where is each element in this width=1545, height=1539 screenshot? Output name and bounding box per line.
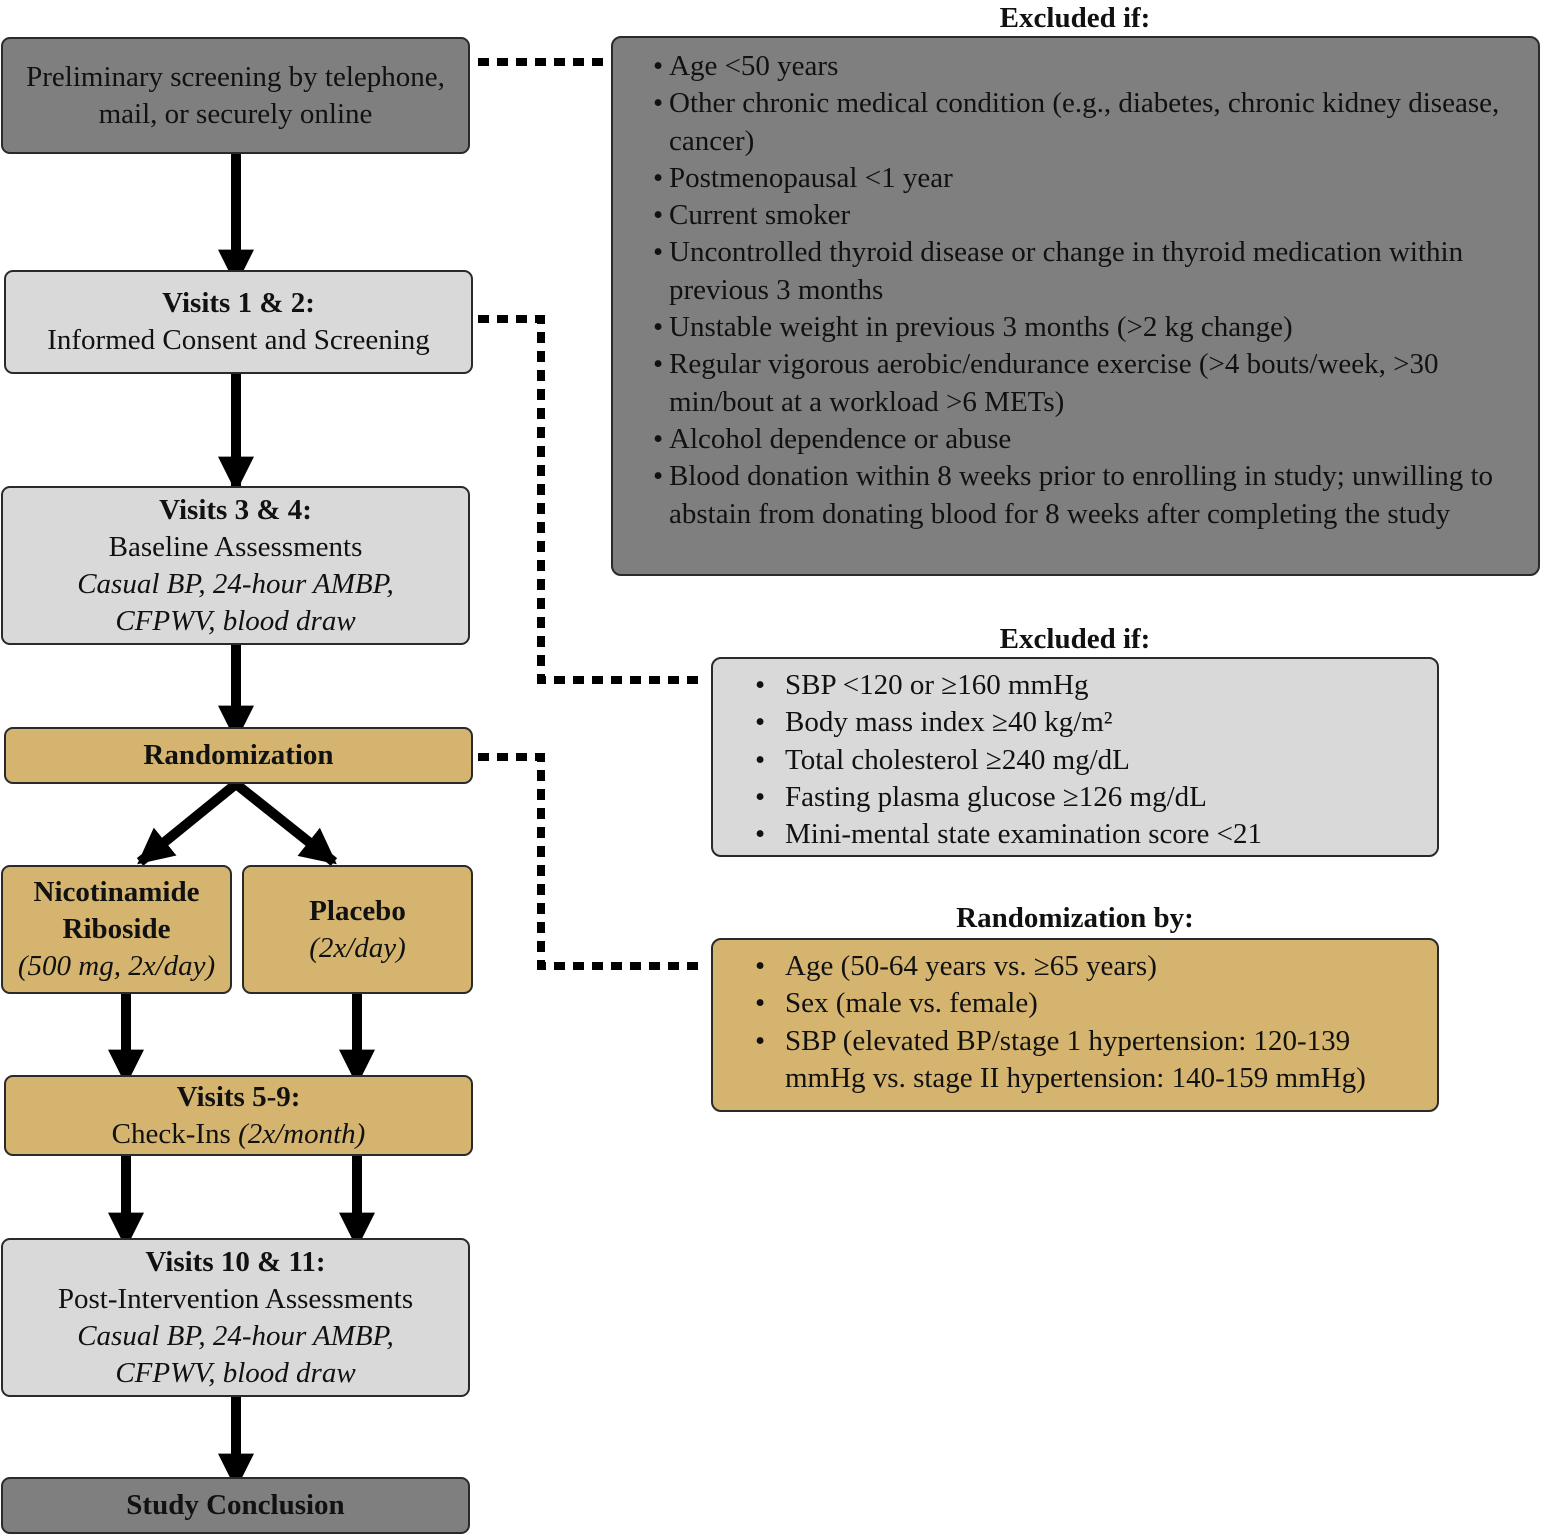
randomization-label: Randomization [143, 739, 334, 771]
visits-3-4-box: Visits 3 & 4: Baseline Assessments Casua… [1, 486, 470, 645]
screening-exclusion-list: SBP <120 or ≥160 mmHg Body mass index ≥4… [755, 667, 1419, 854]
screening-exclusion-panel: SBP <120 or ≥160 mmHg Body mass index ≥4… [711, 657, 1439, 857]
exclusion-item: Current smoker [653, 197, 1520, 235]
prescreen-exclusion-title: Excluded if: [999, 2, 1151, 34]
exclusion-item: Postmenopausal <1 year [653, 160, 1520, 198]
exclusion-item: Total cholesterol ≥240 mg/dL [755, 742, 1419, 780]
visits-10-11-detail: Casual BP, 24-hour AMBP, CFPWV, blood dr… [77, 1319, 394, 1389]
visits-5-9-box: Visits 5-9: Check-Ins (2x/month) [4, 1075, 473, 1156]
placebo-title: Placebo [309, 894, 406, 927]
exclusion-item: Other chronic medical condition (e.g., d… [653, 85, 1520, 160]
exclusion-item: Fasting plasma glucose ≥126 mg/dL [755, 779, 1419, 817]
exclusion-item: Regular vigorous aerobic/endurance exerc… [653, 346, 1520, 421]
visits-1-2-text: Informed Consent and Screening [47, 324, 430, 356]
randomization-criterion: SBP (elevated BP/stage 1 hypertension: 1… [755, 1023, 1419, 1098]
visits-5-9-title: Visits 5-9: [176, 1080, 301, 1113]
visits-10-11-box: Visits 10 & 11: Post-Intervention Assess… [1, 1238, 470, 1397]
randomization-criterion: Age (50-64 years vs. ≥65 years) [755, 948, 1419, 986]
visits-5-9-frequency: (2x/month) [238, 1117, 366, 1150]
visits-3-4-title: Visits 3 & 4: [159, 493, 312, 526]
exclusion-item: Age <50 years [653, 48, 1520, 86]
exclusion-item: Uncontrolled thyroid disease or change i… [653, 234, 1520, 309]
visits-3-4-text: Baseline Assessments [108, 530, 363, 563]
visits-10-11-text: Post-Intervention Assessments [57, 1282, 414, 1315]
dotted-link-randomization-criteria [478, 753, 704, 970]
nicotinamide-riboside-title: Nicotinamide Riboside [33, 876, 200, 945]
exclusion-item: Mini-mental state examination score <21 [755, 816, 1419, 854]
prescreen-exclusion-list: Age <50 years Other chronic medical cond… [653, 48, 1520, 533]
visits-5-9-text: Check-Ins [111, 1117, 239, 1150]
study-conclusion-label: Study Conclusion [126, 1489, 345, 1521]
prescreen-exclusion-panel: Age <50 years Other chronic medical cond… [611, 36, 1540, 576]
preliminary-screening-box: Preliminary screening by telephone, mail… [1, 37, 470, 154]
visits-1-2-box: Visits 1 & 2: Informed Consent and Scree… [4, 270, 473, 374]
arrow-randomization-to-placebo [232, 780, 338, 866]
arrow-randomization-to-nr [136, 780, 240, 866]
randomization-criteria-list: Age (50-64 years vs. ≥65 years) Sex (mal… [755, 948, 1419, 1098]
exclusion-item: Blood donation within 8 weeks prior to e… [653, 458, 1520, 533]
nicotinamide-riboside-dose: (500 mg, 2x/day) [17, 950, 216, 982]
preliminary-screening-text: Preliminary screening by telephone, mail… [26, 60, 445, 130]
exclusion-item: Alcohol dependence or abuse [653, 421, 1520, 459]
randomization-criterion: Sex (male vs. female) [755, 985, 1419, 1023]
visits-1-2-title: Visits 1 & 2: [162, 287, 315, 319]
exclusion-item: Body mass index ≥40 kg/m² [755, 704, 1419, 742]
randomization-box: Randomization [4, 727, 473, 784]
screening-exclusion-title: Excluded if: [999, 623, 1151, 655]
visits-3-4-detail: Casual BP, 24-hour AMBP, CFPWV, blood dr… [77, 567, 394, 637]
placebo-dose: (2x/day) [309, 931, 406, 964]
exclusion-item: Unstable weight in previous 3 months (>2… [653, 309, 1520, 347]
placebo-box: Placebo (2x/day) [242, 865, 473, 994]
randomization-criteria-panel: Age (50-64 years vs. ≥65 years) Sex (mal… [711, 938, 1439, 1112]
visits-10-11-title: Visits 10 & 11: [145, 1245, 326, 1278]
study-conclusion-box: Study Conclusion [1, 1477, 470, 1534]
randomization-criteria-title: Randomization by: [956, 902, 1194, 934]
nicotinamide-riboside-box: Nicotinamide Riboside (500 mg, 2x/day) [1, 865, 232, 994]
exclusion-item: SBP <120 or ≥160 mmHg [755, 667, 1419, 705]
